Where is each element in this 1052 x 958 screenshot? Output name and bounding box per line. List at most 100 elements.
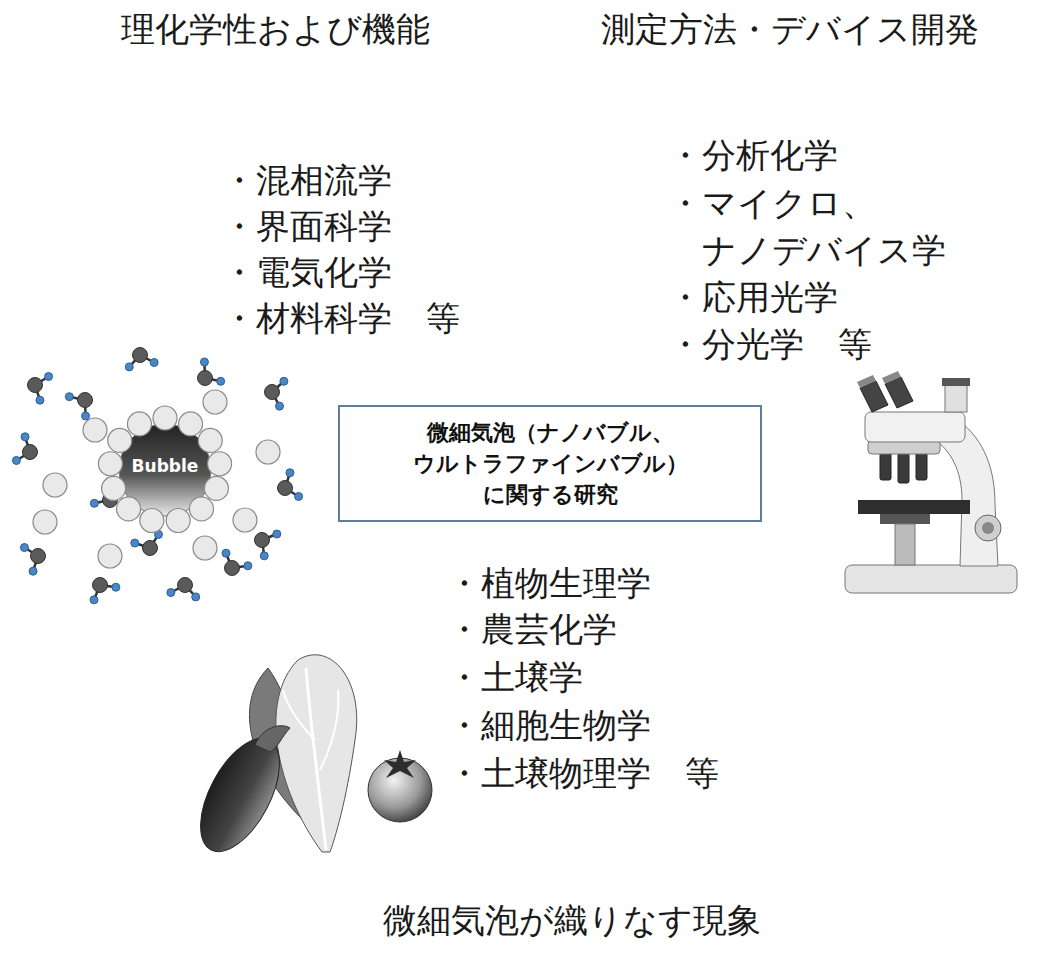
water-molecule (12, 433, 37, 465)
oxygen-atom (143, 541, 158, 556)
hydrogen-atom (21, 433, 29, 441)
water-molecule (28, 373, 53, 405)
ion-particle (204, 476, 228, 500)
water-molecule (222, 549, 252, 575)
ion-particle (98, 452, 122, 476)
field-item: ・土壌物理学 等 (447, 750, 719, 797)
field-item: ・界面科学 (222, 203, 392, 250)
ion-particle (208, 452, 232, 476)
hydrogen-atom (29, 567, 37, 575)
ion-particle (117, 497, 141, 521)
microscope-post (895, 524, 915, 565)
ion-particle (233, 508, 257, 532)
topic-text: 微細気泡（ナノバブル、 ウルトラファインバブル） に関する研究 (360, 417, 740, 510)
hydrogen-atom (276, 402, 284, 410)
hydrogen-atom (273, 530, 281, 538)
ion-particle (140, 508, 164, 532)
water-molecule (255, 530, 281, 560)
ion-particle (256, 440, 280, 464)
field-item: ・土壌学 (447, 654, 583, 701)
ion-particle (198, 428, 222, 452)
hydrogen-atom (82, 412, 90, 420)
hydrogen-atom (280, 377, 288, 385)
water-molecule (167, 578, 200, 601)
field-item: ・細胞生物学 (447, 702, 651, 749)
leaf-vein (283, 690, 315, 740)
ion-particle (179, 412, 203, 436)
eyepiece-rim (857, 375, 876, 388)
camera-port (945, 384, 967, 412)
vegetables (184, 655, 432, 864)
hydrogen-atom (295, 492, 303, 500)
water-molecule (20, 544, 45, 576)
field-item: ・マイクロ、 ナノデバイス学 (668, 180, 1022, 274)
ion-particle (153, 406, 177, 430)
hydrogen-atom (200, 358, 208, 366)
leaf-vein (306, 668, 326, 850)
hydrogen-atom (167, 589, 175, 597)
focus-knob-inner (982, 522, 994, 534)
ion-particle (83, 418, 107, 442)
oxygen-atom (225, 561, 240, 576)
circle-heading: 理化学性および機能 (121, 6, 430, 53)
field-item: ・農芸化学 (447, 606, 617, 653)
field-item: ・分析化学 (668, 132, 838, 179)
ion-particle (43, 473, 67, 497)
lettuce-leaf (276, 655, 357, 852)
water-molecule (65, 393, 92, 420)
water-molecule (131, 530, 163, 555)
hydrogen-atom (90, 596, 98, 604)
oxygen-atom (265, 385, 280, 400)
hydrogen-atom (217, 377, 225, 385)
topic-box: 微細気泡（ナノバブル、 ウルトラファインバブル） に関する研究 (338, 405, 762, 522)
hydrogen-atom (112, 583, 120, 591)
ion-particle (193, 536, 217, 560)
water-molecule (198, 358, 225, 385)
ion-particle (127, 412, 151, 436)
eggplant (184, 726, 295, 864)
oxygen-atom (198, 371, 213, 386)
oxygen-atom (78, 393, 93, 408)
ion-particle (33, 510, 57, 534)
water-molecule (265, 377, 288, 410)
water-molecule (278, 469, 303, 501)
hydrogen-atom (12, 456, 20, 464)
leaf-vein (320, 690, 338, 770)
hydrogen-atom (45, 373, 53, 381)
hydrogen-atom (260, 552, 268, 560)
field-item: ・植物生理学 (447, 560, 651, 607)
oxygen-atom (133, 348, 148, 363)
hydrogen-atom (150, 359, 158, 367)
hydrogen-atom (20, 544, 28, 552)
field-item: ・応用光学 (668, 274, 838, 321)
hydrogen-atom (286, 469, 294, 477)
field-item: ・材料科学 等 (222, 295, 460, 342)
hydrogen-atom (222, 549, 230, 557)
oxygen-atom (28, 378, 43, 393)
camera-port-cap (942, 378, 970, 386)
ion-particle (102, 476, 126, 500)
hydrogen-atom (125, 363, 133, 371)
field-item: ・電気化学 (222, 249, 392, 296)
ion-particle (98, 544, 122, 568)
hydrogen-atom (90, 499, 98, 507)
oxygen-atom (178, 578, 193, 593)
ion-particle (189, 497, 213, 521)
field-item: ・分光学 等 (668, 321, 872, 368)
circle-heading: 測定方法・デバイス開発 (601, 6, 979, 53)
bubble-label: Bubble (132, 456, 199, 476)
hydrogen-atom (192, 593, 200, 601)
hydrogen-atom (131, 539, 139, 547)
oxygen-atom (255, 533, 270, 548)
tomato-calyx (384, 750, 416, 778)
eyepiece-rim (882, 371, 901, 384)
water-molecule (90, 578, 120, 604)
bubble-figure (12, 348, 302, 604)
oxygen-atom (31, 549, 46, 564)
objective-lens (898, 453, 909, 483)
microscope-head (865, 412, 965, 442)
hydrogen-atom (65, 393, 73, 401)
microscope-base (845, 565, 1017, 593)
water-molecule (125, 348, 158, 371)
oxygen-atom (23, 445, 38, 460)
